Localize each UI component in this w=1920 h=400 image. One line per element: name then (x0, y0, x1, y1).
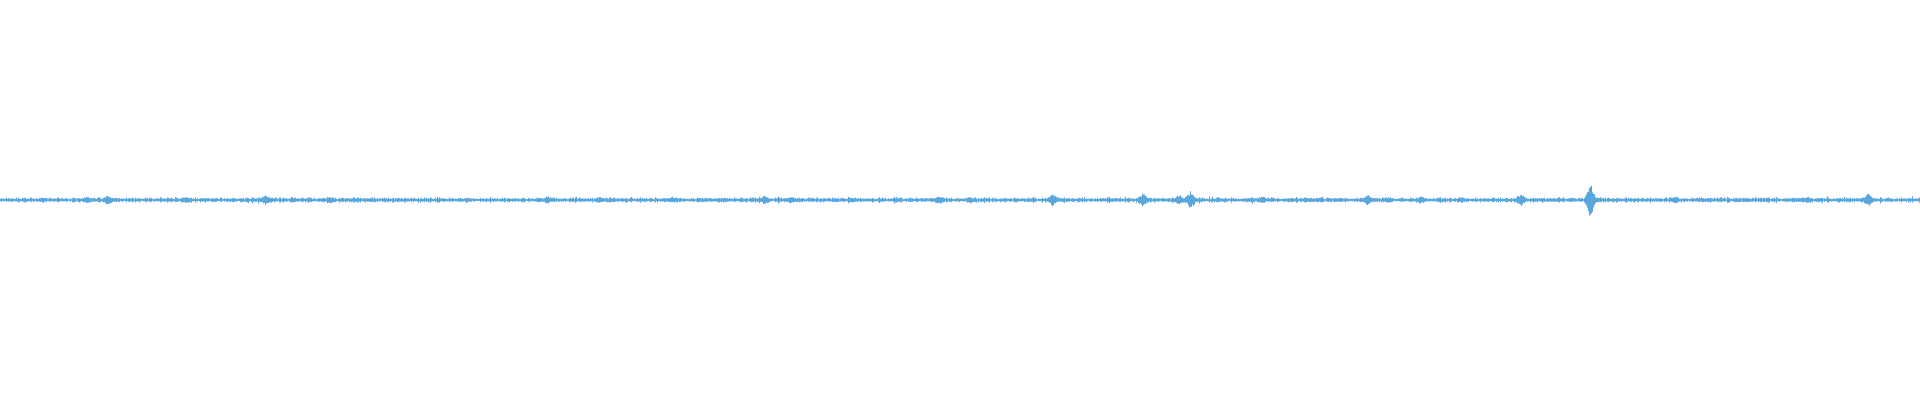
waveform-path (0, 185, 1920, 216)
